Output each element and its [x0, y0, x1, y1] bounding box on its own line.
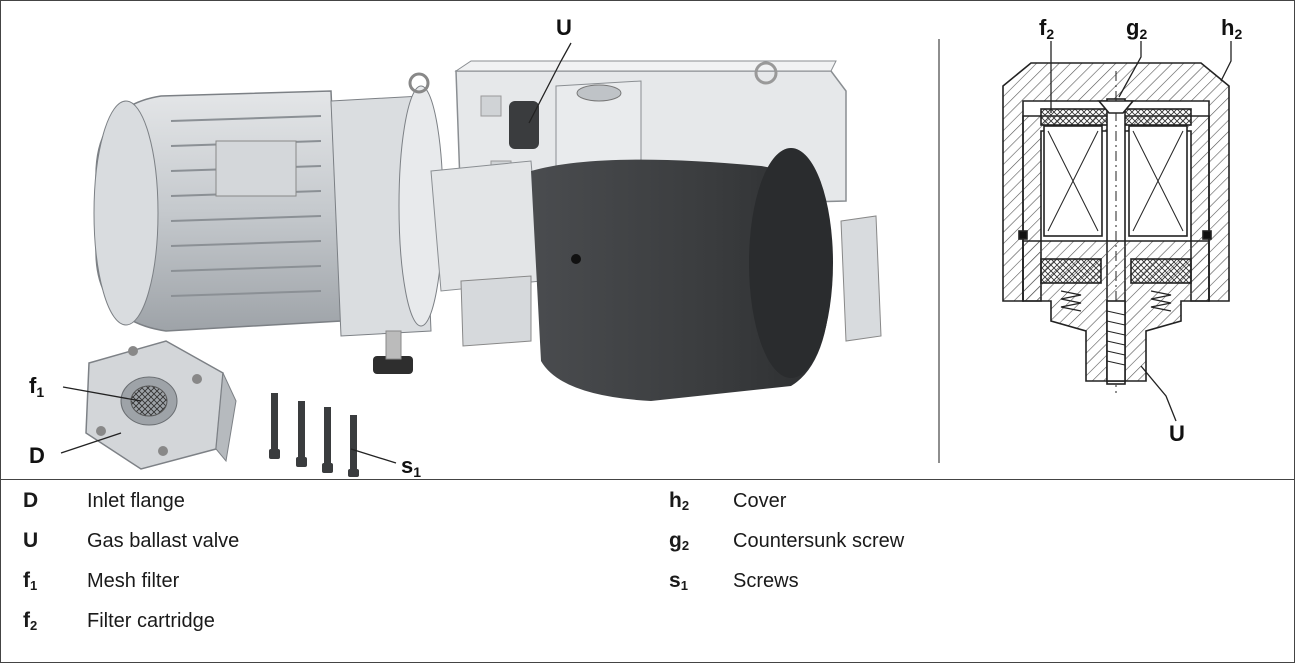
legend-key: f2 [23, 609, 38, 633]
legend-item-f1: f1 Mesh filter [1, 566, 179, 596]
legend-text: Mesh filter [87, 569, 180, 592]
legend-key: D [23, 489, 39, 512]
vacuum-pump-illustration [93, 60, 882, 401]
legend-text: Filter cartridge [87, 609, 215, 632]
legend-text: Screws [733, 569, 799, 592]
legend-item-s1: s1 Screws [647, 566, 799, 596]
label-U-section: U [1169, 421, 1185, 446]
label-f2: f2 [1039, 15, 1054, 42]
inlet-flange-illustration [85, 340, 237, 470]
legend-text: Countersunk screw [733, 529, 905, 552]
legend-key: h2 [669, 489, 690, 513]
legend-key: g2 [669, 529, 690, 553]
figure-area: U f1 D s1 f2 g2 h2 U [1, 1, 1294, 480]
label-h2: h2 [1221, 15, 1242, 42]
label-g2: g2 [1126, 15, 1147, 42]
figure-illustration: U f1 D s1 f2 g2 h2 U [29, 15, 1242, 479]
label-U-top: U [556, 15, 572, 40]
legend-text: Gas ballast valve [87, 529, 240, 552]
label-D: D [29, 443, 45, 468]
legend-item-D: D Inlet flange [1, 486, 185, 516]
legend-text: Cover [733, 489, 787, 512]
legend-key: f1 [23, 569, 38, 593]
legend-item-h2: h2 Cover [647, 486, 786, 516]
legend-text: Inlet flange [87, 489, 185, 512]
filter-section-drawing [1002, 62, 1230, 393]
legend-item-g2: g2 Countersunk screw [647, 526, 904, 556]
legend-key: U [23, 529, 39, 552]
leader-lines [60, 41, 1232, 464]
label-s1: s1 [401, 453, 421, 479]
legend-item-U: U Gas ballast valve [1, 526, 239, 556]
label-f1: f1 [29, 373, 44, 400]
legend-key: s1 [669, 569, 688, 593]
screws-illustration [269, 393, 359, 477]
legend: D Inlet flange U Gas ballast valve f1 Me… [1, 480, 1294, 662]
legend-item-f2: f2 Filter cartridge [1, 606, 215, 636]
